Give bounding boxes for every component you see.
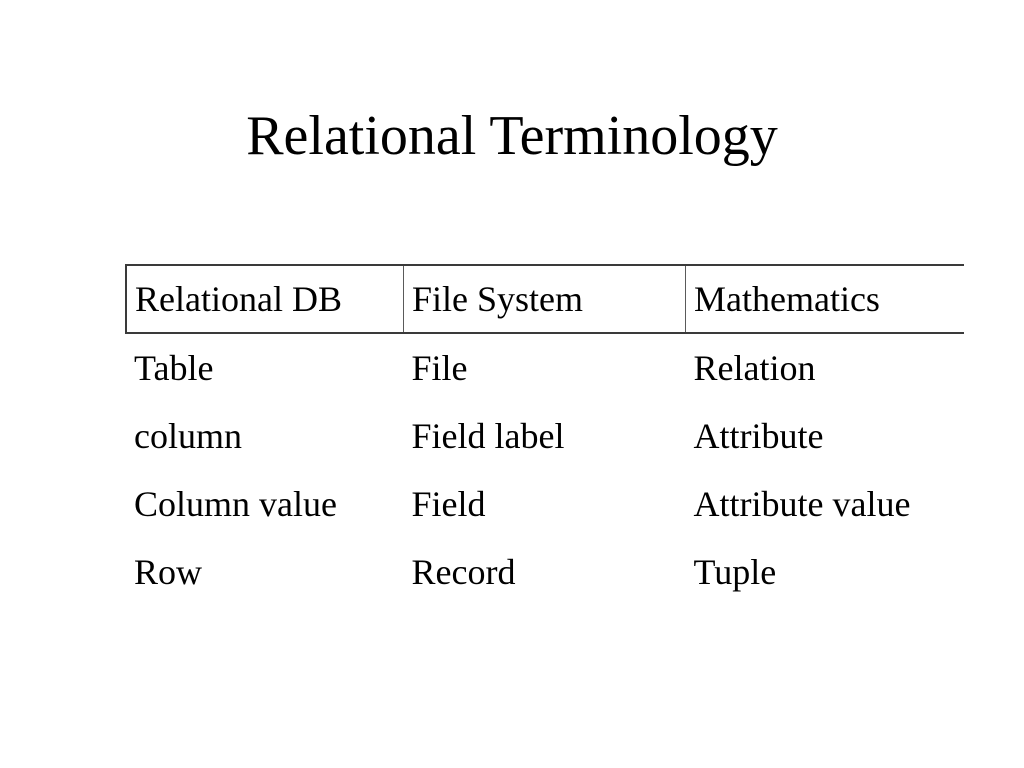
table-cell: Table — [134, 348, 214, 388]
table-cell: Attribute value — [693, 484, 911, 524]
table-row: Table File Relation — [126, 333, 964, 402]
header-relational-db: Relational DB — [125, 264, 404, 334]
table-row: Row Record Tuple — [126, 538, 964, 606]
header-mathematics: Mathematics — [685, 264, 964, 334]
table-cell: Field label — [411, 416, 565, 456]
table-row: column Field label Attribute — [126, 402, 964, 470]
terminology-table: Relational DB File System Mathematics Ta… — [125, 264, 964, 606]
table-cell: Tuple — [693, 552, 777, 592]
table-cell: Column value — [134, 484, 337, 524]
table-cell: File — [411, 348, 468, 388]
table-cell: Relation — [693, 348, 816, 388]
table-cell: Field — [411, 484, 486, 524]
slide-title: Relational Terminology — [246, 105, 778, 167]
table-row: Column value Field Attribute value — [126, 470, 964, 538]
table-cell: Row — [134, 552, 203, 592]
header-file-system: File System — [403, 264, 686, 334]
header-row: Relational DB File System Mathematics — [125, 264, 964, 334]
table-header: Relational DB File System Mathematics — [125, 264, 964, 334]
table-cell: Attribute — [693, 416, 824, 456]
table-cell: column — [134, 416, 242, 456]
table-body: Table File Relation column Field label A… — [126, 333, 964, 606]
table-cell: Record — [411, 552, 516, 592]
